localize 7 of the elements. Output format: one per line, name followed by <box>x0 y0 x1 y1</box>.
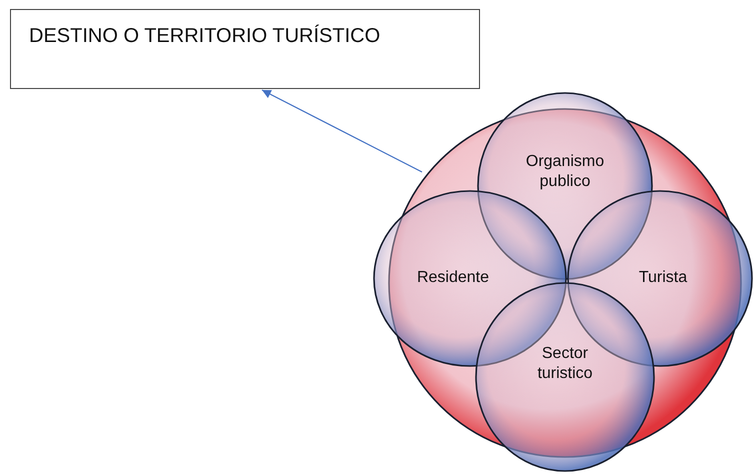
circle-label: Sector turistico <box>536 344 594 384</box>
box-title: DESTINO O TERRITORIO TURÍSTICO <box>29 24 382 49</box>
circle-label: Residente <box>416 268 490 288</box>
arrow <box>262 89 422 173</box>
circle-label: Turista <box>638 268 688 288</box>
circle-label: Organismo publico <box>524 152 606 192</box>
text-box <box>10 9 480 89</box>
